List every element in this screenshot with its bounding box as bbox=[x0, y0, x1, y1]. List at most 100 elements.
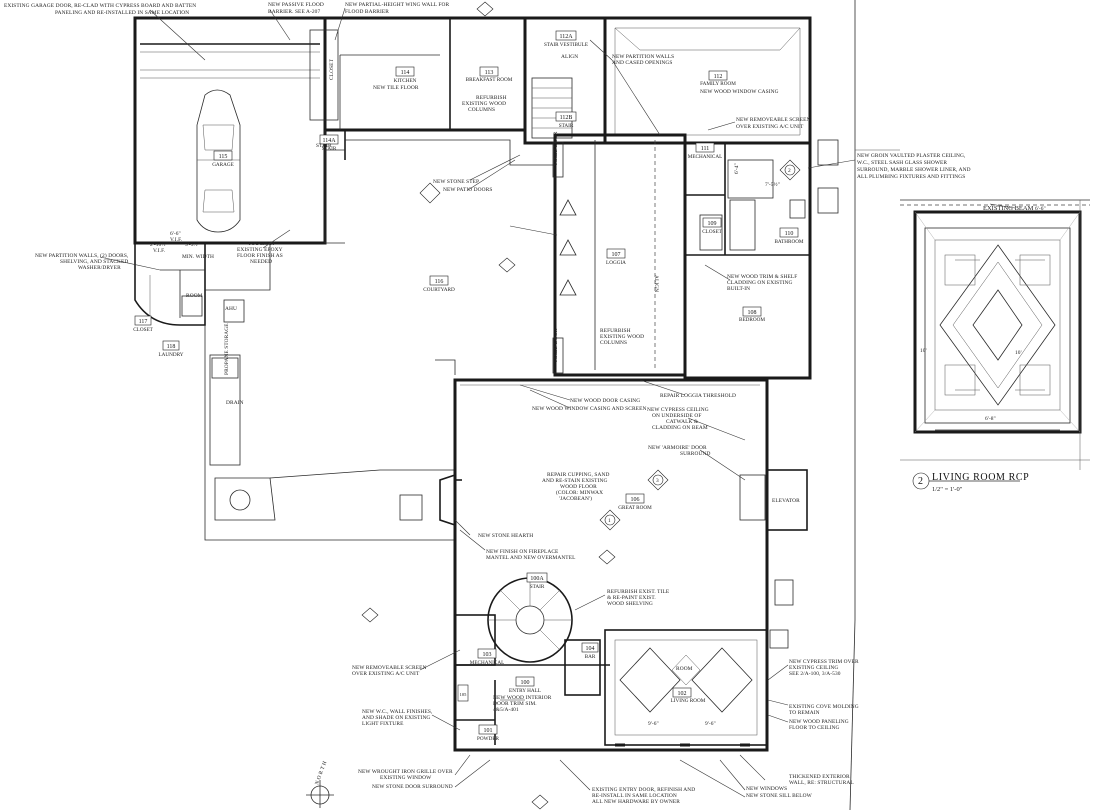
stair-label: STAIR bbox=[316, 143, 332, 149]
note-text: COLUMNS bbox=[468, 107, 495, 113]
room-name: BREAKFAST ROOM bbox=[466, 77, 513, 83]
section-tag-number: 1 bbox=[608, 518, 611, 524]
section-tag-icon bbox=[419, 182, 441, 204]
dimension-label: 6'-8" bbox=[985, 416, 996, 422]
note-text: NEW WINDOWS bbox=[746, 786, 787, 792]
room-name: STAIR VESTIBULE bbox=[544, 42, 588, 48]
note-text: W.C., STEEL SASH GLASS SHOWER bbox=[857, 160, 947, 166]
note-text: WALL, RE: STRUCTURAL bbox=[789, 780, 854, 786]
east-wing bbox=[683, 139, 839, 380]
note-text: ON UNDERSIDE OF bbox=[652, 413, 701, 419]
note-text: REFURBISH bbox=[476, 95, 507, 101]
dimension-label: 6'-6" bbox=[1035, 206, 1046, 212]
note-text: NEW STONE DOOR SURROUND bbox=[372, 784, 453, 790]
elevation-marker-icon bbox=[361, 607, 379, 623]
dimension-label: 6'-4" bbox=[734, 163, 740, 174]
note-text: WASHER/DRYER bbox=[78, 265, 121, 271]
detail-title: LIVING ROOM RCP bbox=[932, 472, 1029, 483]
note-text: WOOD FLOOR bbox=[560, 484, 597, 490]
courtyard bbox=[204, 139, 555, 541]
room-number: 114 bbox=[401, 70, 410, 76]
note-text: NEW WROUGHT IRON GRILLE OVER bbox=[358, 769, 453, 775]
closet-label: CLOSET bbox=[329, 58, 335, 80]
room-name: LIVING ROOM bbox=[671, 698, 706, 704]
note-text: NEW TILE FLOOR bbox=[373, 85, 419, 91]
fixed-door-label: FIXED DOOR bbox=[553, 131, 559, 165]
note-text: COLUMNS bbox=[600, 340, 627, 346]
note-text: EXISTING EPOXY bbox=[237, 247, 283, 253]
note-text: PANELING AND RE-INSTALLED IN SAME LOCATI… bbox=[55, 10, 189, 16]
room-name: CLOSET bbox=[133, 327, 153, 333]
elevator-label: ELEVATOR bbox=[772, 498, 800, 504]
room-name: GREAT ROOM bbox=[618, 505, 652, 511]
section-tag-icon bbox=[779, 159, 801, 181]
room-number: 107 bbox=[612, 252, 621, 258]
note-text: EXISTING ENTRY DOOR, REFINISH AND bbox=[592, 787, 695, 793]
room-number: 109 bbox=[708, 221, 717, 227]
room-name: STAIR bbox=[530, 584, 545, 590]
fixed-door-label: FIXED DOOR bbox=[553, 328, 559, 362]
note-text: TOUCH UP bbox=[248, 241, 276, 247]
room-number: 105 bbox=[460, 692, 468, 697]
note-text: NEW GROIN VAULTED PLASTER CEILING, bbox=[857, 153, 966, 159]
note-text: OVER EXISTING A/C UNIT bbox=[736, 124, 804, 130]
room-name: BEDROOM bbox=[739, 317, 765, 323]
note-text: NEW STONE STEP bbox=[433, 179, 479, 185]
note-text: NEW STONE SILL BELOW bbox=[746, 793, 813, 799]
note-text: SURROUND, MARBLE SHOWER LINER, AND bbox=[857, 167, 971, 173]
garage-wing bbox=[133, 16, 327, 326]
room-number: 113 bbox=[485, 70, 494, 76]
minor-labels: CLOSET FIXED DOOR FIXED DOOR ROOM ROOM E… bbox=[150, 58, 1046, 785]
note-text: NEW CYPRESS TRIM OVER bbox=[789, 659, 859, 665]
section-markers bbox=[306, 1, 801, 810]
room-number: 112B bbox=[560, 115, 573, 121]
note-text: EXISTING WOOD bbox=[600, 334, 644, 340]
note-text: NEW WOOD PANELING bbox=[789, 719, 849, 725]
note-text: CATWALK & bbox=[666, 419, 699, 425]
note-text: EXISTING COVE MOLDING bbox=[789, 704, 859, 710]
elevation-marker-icon bbox=[531, 794, 549, 810]
detail-title-block: EXISTING BEAM 2 LIVING ROOM RCP 1/2" = 1… bbox=[918, 205, 1034, 493]
note-text: SEE 2/A-100, 3/A-530 bbox=[789, 671, 841, 677]
room-number: 114A bbox=[322, 138, 336, 144]
elevation-marker-icon bbox=[476, 1, 494, 17]
min-width-label: MIN. WIDTH bbox=[182, 254, 214, 260]
room-name: COURTYARD bbox=[423, 287, 455, 293]
note-text: CLADDING ON BEAM bbox=[652, 425, 708, 431]
note-text: NEW W.C., WALL FINISHES, bbox=[362, 709, 433, 715]
room-number: 112 bbox=[714, 74, 723, 80]
room-name: LAUNDRY bbox=[158, 352, 183, 358]
note-text: AND SHADE ON EXISTING bbox=[362, 715, 430, 721]
room-number: 118 bbox=[167, 344, 176, 350]
site-lines bbox=[849, 0, 900, 810]
dimension-label: 10' bbox=[1015, 350, 1022, 356]
note-text: REFURBISH bbox=[600, 328, 631, 334]
room-number: 100A bbox=[530, 576, 544, 582]
dimension-label: 3'-3½" bbox=[185, 241, 200, 248]
room-number: 102 bbox=[678, 691, 687, 697]
elevation-marker-icon bbox=[598, 549, 616, 565]
great-room bbox=[439, 378, 808, 752]
room-label: ROOM bbox=[186, 293, 203, 299]
section-tag-icon bbox=[599, 509, 621, 531]
room-name: GARAGE bbox=[212, 162, 234, 168]
room-tags: 115 GARAGE 114 KITCHEN 114A STAIR 113 BR… bbox=[133, 30, 804, 742]
note-text: ALL PLUMBING FIXTURES AND FITTINGS bbox=[857, 174, 965, 180]
note-text: (COLOR: MINWAX bbox=[556, 489, 603, 496]
room-name: CLOSET bbox=[702, 229, 722, 235]
note-text: NEW REMOVEABLE SCREEN bbox=[736, 117, 810, 123]
room-number: 111 bbox=[701, 146, 710, 152]
elevation-marker-icon bbox=[498, 257, 516, 273]
note-text: NEW WOOD WINDOW CASING bbox=[700, 89, 779, 95]
dimension-label: 9'-6" bbox=[648, 721, 659, 727]
kitchen-wing bbox=[309, 16, 812, 244]
note-text: NEW WOOD INTERIOR bbox=[493, 695, 552, 701]
note-text: SURROUND bbox=[680, 451, 710, 457]
note-text: REPAIR CUPPING, SAND bbox=[547, 472, 609, 478]
note-text: REFURBISH EXIST. TILE bbox=[607, 589, 670, 595]
room-number: 106 bbox=[631, 497, 640, 503]
vif-label: V.I.F. bbox=[170, 237, 182, 243]
drain-label: DRAIN bbox=[226, 400, 244, 406]
note-text: EXISTING GARAGE DOOR, RE-CLAD WITH CYPRE… bbox=[4, 3, 196, 9]
